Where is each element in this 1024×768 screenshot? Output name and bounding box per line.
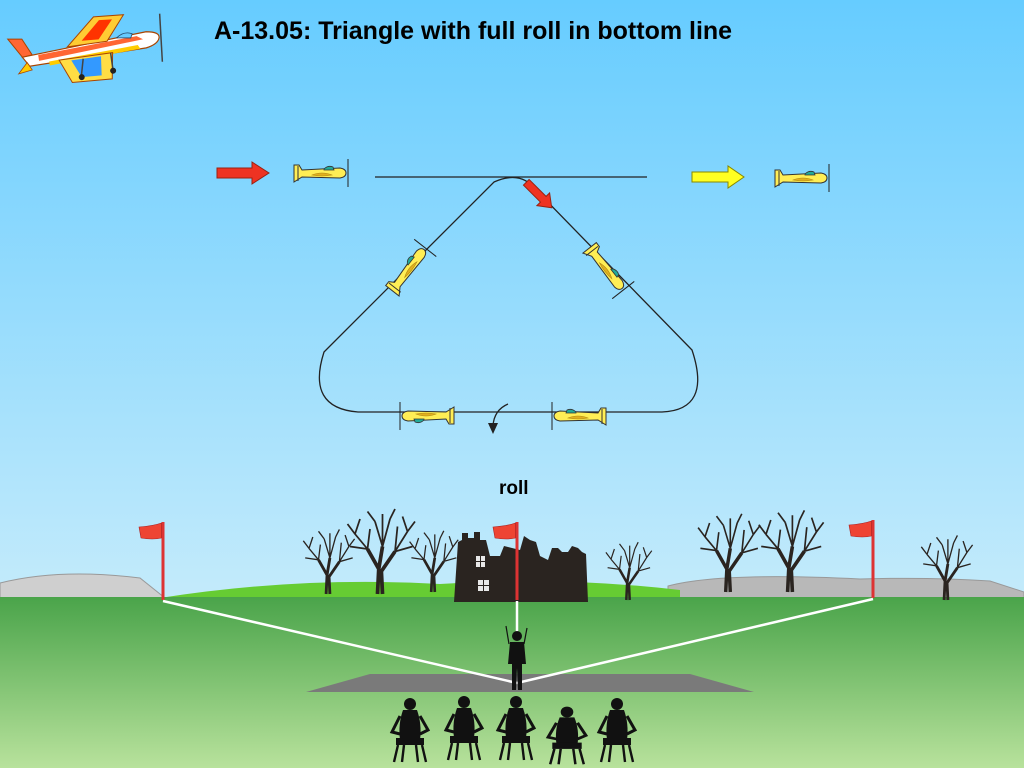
castle-ruin [454, 532, 588, 602]
logo-airplane-icon [6, 13, 164, 84]
exit-arrow [691, 165, 745, 189]
pilot-silhouette [505, 625, 528, 690]
direction-arrow [522, 178, 553, 209]
entry-arrow [216, 161, 270, 185]
triangle-flight-path [318, 176, 699, 413]
runway [306, 674, 754, 692]
roll-arrow-icon [488, 403, 509, 434]
slide-title: A-13.05: Triangle with full roll in bott… [214, 17, 733, 45]
sky-background [0, 0, 1024, 600]
roll-label: roll [499, 478, 529, 499]
